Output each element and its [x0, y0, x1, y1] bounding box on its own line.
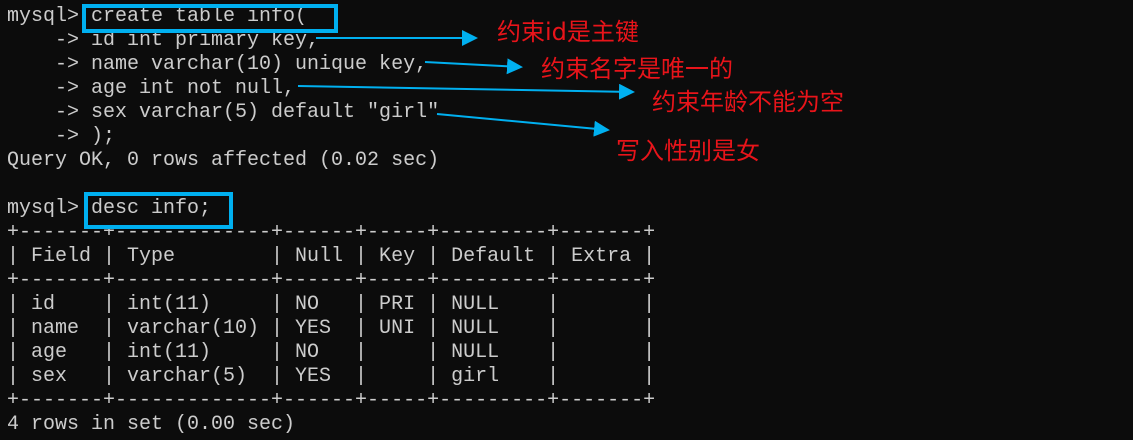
table-row: | id | int(11) | NO | PRI | NULL | |: [7, 293, 656, 316]
table-border: +-------+-------------+------+-----+----…: [7, 269, 656, 292]
create-command: create table info(: [79, 5, 308, 28]
desc-command: desc info;: [79, 197, 212, 220]
table-row: | age | int(11) | NO | | NULL | |: [7, 341, 656, 364]
table-border: +-------+-------------+------+-----+----…: [7, 389, 656, 412]
annotation-unique: 约束名字是唯一的: [541, 55, 733, 83]
prompt-line-desc: mysql> desc info;: [7, 197, 211, 221]
query-result: Query OK, 0 rows affected (0.02 sec): [7, 149, 440, 172]
annotation-not-null: 约束年龄不能为空: [652, 88, 844, 116]
table-row: | sex | varchar(5) | YES | | girl | |: [7, 365, 656, 388]
continuation-line: -> sex varchar(5) default "girl": [7, 101, 440, 124]
annotation-primary-key: 约束id是主键: [497, 18, 639, 46]
continuation-line: -> );: [7, 125, 116, 148]
prompt: mysql>: [7, 5, 80, 28]
continuation-line: -> id int primary key,: [7, 29, 320, 52]
arrow-icon: [436, 113, 610, 137]
highlight-box-desc: [84, 192, 233, 229]
arrow-icon: [297, 83, 635, 100]
arrow-icon: [424, 58, 523, 75]
annotation-arrows: [297, 30, 635, 137]
prompt-line-create: mysql> create table info(: [7, 5, 307, 29]
table-row: | name | varchar(10) | YES | UNI | NULL …: [7, 317, 656, 340]
table-header: | Field | Type | Null | Key | Default | …: [7, 245, 656, 268]
annotation-default: 写入性别是女: [616, 137, 760, 165]
continuation-line: -> age int not null,: [7, 77, 296, 100]
prompt: mysql>: [7, 197, 80, 220]
continuation-line: -> name varchar(10) unique key,: [7, 53, 428, 76]
highlight-box-create: [82, 4, 338, 33]
